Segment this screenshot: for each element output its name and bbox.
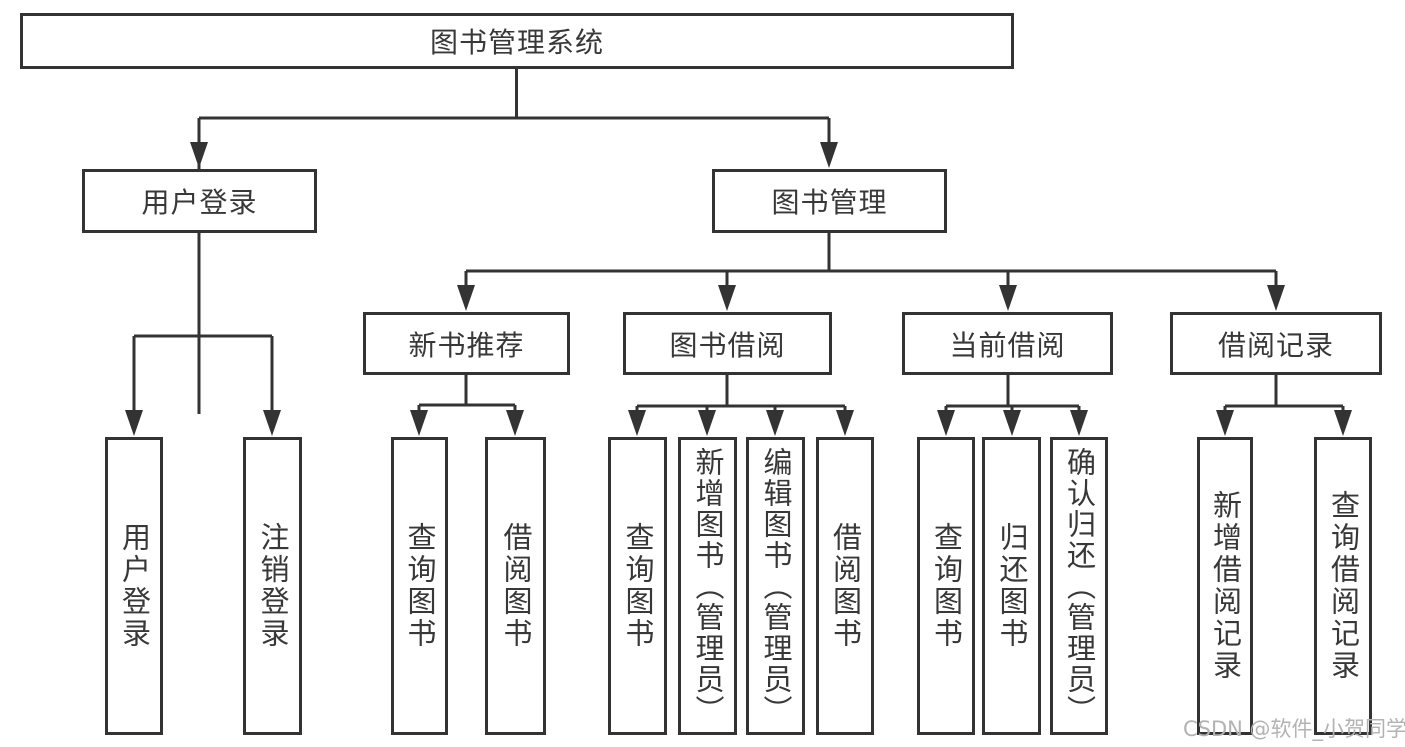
node-leaf-cb-return-books: 归还图书 bbox=[982, 437, 1041, 735]
node-root-label: 图书管理系统 bbox=[429, 26, 604, 59]
node-leaf-br-add-record: 新增借阅记录 bbox=[1197, 437, 1253, 735]
node-book-management: 图书管理 bbox=[712, 169, 947, 233]
node-leaf-br-query-record-label: 查询借阅记录 bbox=[1326, 490, 1361, 682]
node-new-book-recommend: 新书推荐 bbox=[363, 312, 570, 375]
node-leaf-nb-query-books: 查询图书 bbox=[391, 437, 448, 735]
node-user-login: 用户登录 bbox=[82, 169, 317, 233]
node-book-management-label: 图书管理 bbox=[771, 186, 888, 219]
node-leaf-cb-query-books-label: 查询图书 bbox=[929, 522, 964, 650]
node-leaf-bb-edit-books-admin: 编辑图书（管理员） bbox=[746, 437, 805, 735]
node-book-borrowing-label: 图书借阅 bbox=[669, 328, 786, 362]
node-current-borrow: 当前借阅 bbox=[902, 312, 1113, 375]
node-leaf-br-add-record-label: 新增借阅记录 bbox=[1208, 490, 1243, 682]
node-leaf-cb-confirm-return-admin: 确认归还（管理员） bbox=[1050, 437, 1108, 735]
node-leaf-bb-add-books-admin-label: 新增图书（管理员） bbox=[691, 446, 725, 726]
node-leaf-nb-query-books-label: 查询图书 bbox=[403, 522, 437, 650]
node-borrow-record-label: 借阅记录 bbox=[1217, 328, 1334, 362]
node-leaf-logout-label: 注销登录 bbox=[256, 522, 290, 650]
node-root: 图书管理系统 bbox=[20, 13, 1014, 69]
node-leaf-cb-return-books-label: 归还图书 bbox=[995, 522, 1029, 650]
node-borrow-record: 借阅记录 bbox=[1170, 312, 1382, 375]
node-leaf-bb-query-books: 查询图书 bbox=[608, 437, 667, 735]
arrowheads bbox=[125, 142, 1352, 436]
node-leaf-bb-add-books-admin: 新增图书（管理员） bbox=[678, 437, 737, 735]
node-leaf-user-login: 用户登录 bbox=[105, 437, 163, 735]
node-user-login-label: 用户登录 bbox=[141, 186, 258, 219]
node-leaf-nb-borrow-books: 借阅图书 bbox=[485, 437, 546, 735]
node-leaf-br-query-record: 查询借阅记录 bbox=[1314, 437, 1372, 735]
node-book-borrowing: 图书借阅 bbox=[623, 312, 832, 375]
node-current-borrow-label: 当前借阅 bbox=[949, 328, 1066, 362]
node-leaf-cb-query-books: 查询图书 bbox=[917, 437, 975, 735]
node-leaf-bb-borrow-books: 借阅图书 bbox=[816, 437, 874, 735]
node-leaf-logout: 注销登录 bbox=[243, 437, 302, 735]
node-new-book-recommend-label: 新书推荐 bbox=[408, 328, 525, 362]
node-leaf-user-login-label: 用户登录 bbox=[117, 522, 152, 650]
node-leaf-bb-query-books-label: 查询图书 bbox=[621, 522, 655, 650]
node-leaf-bb-borrow-books-label: 借阅图书 bbox=[828, 522, 863, 650]
node-leaf-cb-confirm-return-admin-label: 确认归还（管理员） bbox=[1062, 446, 1097, 726]
csdn-watermark: CSDN @软件_小贺同学 bbox=[1183, 717, 1405, 741]
node-leaf-nb-borrow-books-label: 借阅图书 bbox=[499, 522, 533, 650]
node-leaf-bb-edit-books-admin-label: 编辑图书（管理员） bbox=[759, 446, 793, 726]
